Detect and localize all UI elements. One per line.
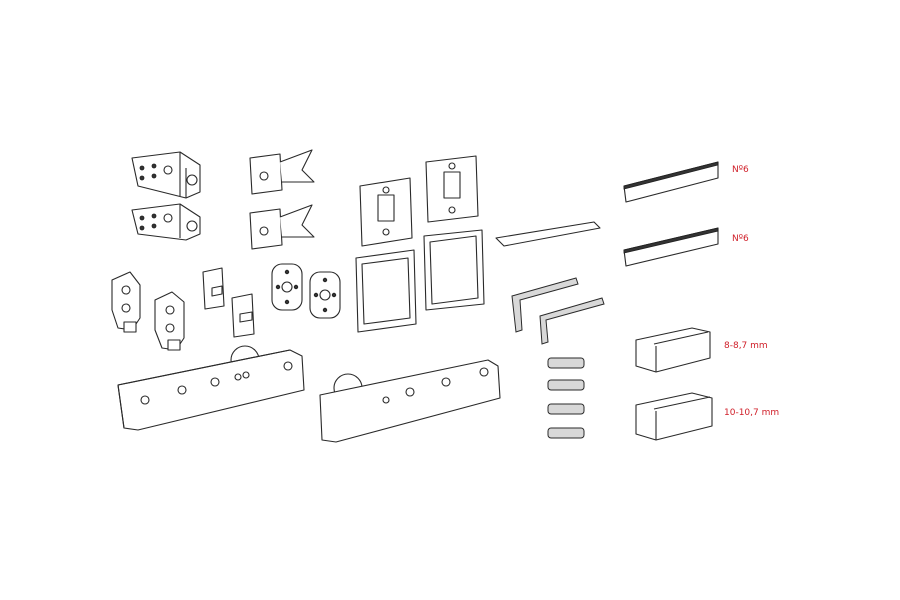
u-channel-small [635,327,711,373]
cover-frame-2 [423,229,485,311]
pivot-bracket-1 [111,271,141,333]
mounting-plate-1 [359,177,413,247]
screw-packs [547,357,585,439]
glass-thickness-label-small: 8-8,7 mm [724,341,768,351]
strip-size-label: Nº6 [732,234,749,244]
pivot-bracket-2 [154,291,185,351]
allen-key-2 [539,297,605,345]
angle-bracket-2 [131,203,201,241]
guide-rail [495,221,601,247]
round-stop-2 [309,271,341,319]
clip-plate-1 [202,267,225,310]
glass-clamp-2 [249,204,315,250]
round-stop-1 [271,263,303,311]
allen-key-1 [511,277,579,333]
clip-plate-2 [231,293,255,338]
strip-size-label: Nº6 [732,165,749,175]
mounting-plate-2 [425,155,479,223]
roller-carriage-2 [319,359,501,443]
glass-thickness-label-large: 10-10,7 mm [724,408,780,418]
angle-bracket-1 [131,151,201,199]
glass-clamp-1 [249,149,315,195]
cover-frame-1 [355,249,417,333]
roller-carriage-1 [117,345,305,431]
u-channel-large [635,392,713,441]
